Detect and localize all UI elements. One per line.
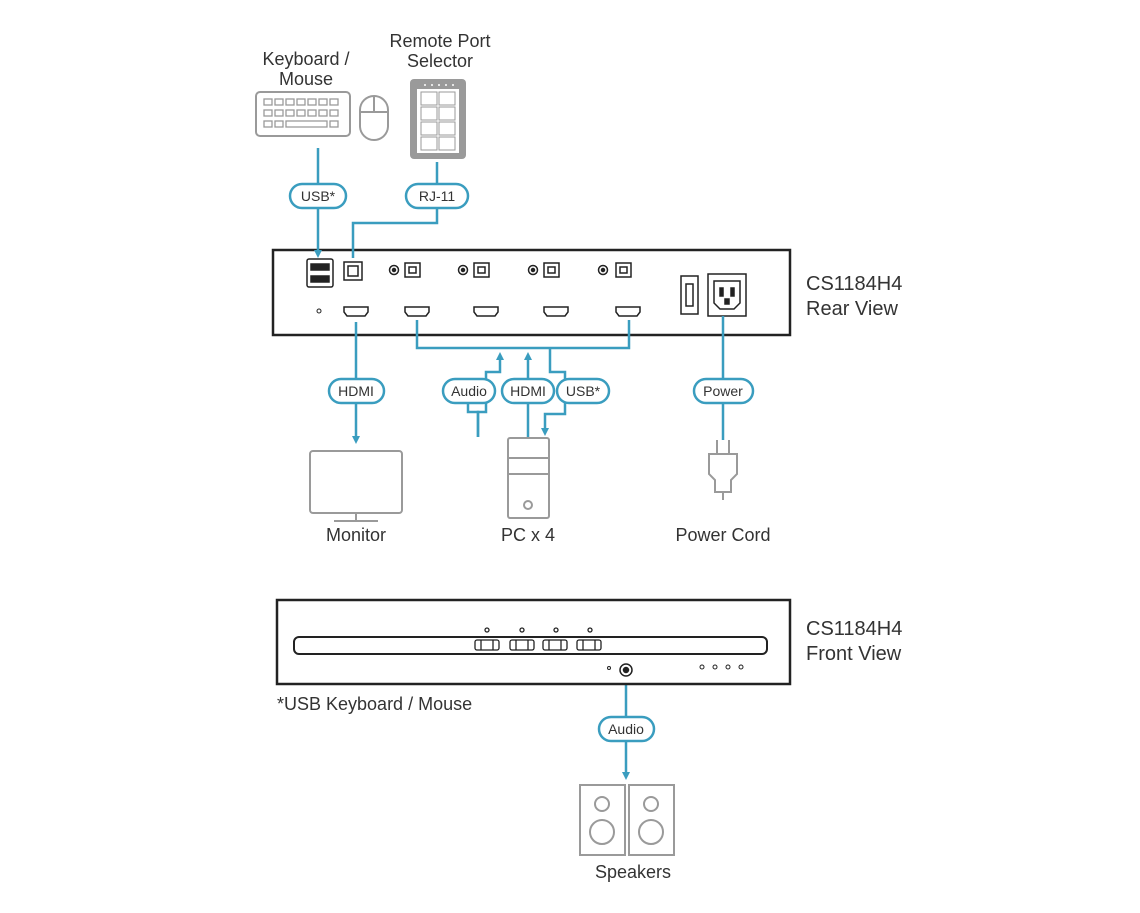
power-cord-label: Power Cord bbox=[675, 525, 771, 545]
speakers-icon bbox=[579, 784, 675, 856]
cable-label-audio-out: Audio bbox=[608, 721, 644, 737]
speakers-label: Speakers bbox=[594, 862, 672, 882]
cable-pill-usb-kbd: USB* bbox=[288, 182, 348, 210]
cable-label-rj11: RJ-11 bbox=[419, 188, 456, 204]
remote-label-line2: Selector bbox=[406, 51, 474, 71]
rear-model-text: CS1184H4 bbox=[806, 273, 903, 295]
cable-label-audio-in: Audio bbox=[451, 383, 487, 399]
pc-port-group-1 bbox=[388, 262, 430, 317]
pc-port-group-2 bbox=[457, 262, 499, 317]
power-switch-icon bbox=[680, 275, 699, 315]
pc-port-group-3 bbox=[527, 262, 569, 317]
remote-label-line1: Remote Port bbox=[389, 31, 491, 51]
cable-label-usb-kbd: USB* bbox=[301, 188, 336, 204]
cable-pill-rj11: RJ-11 bbox=[404, 182, 470, 210]
footnote: *USB Keyboard / Mouse bbox=[277, 694, 473, 714]
front-led-icon bbox=[607, 666, 611, 670]
monitor-label: Monitor bbox=[325, 525, 387, 545]
cable-pill-hdmi-in: HDMI bbox=[500, 377, 556, 405]
remote-selector-label: Remote Port Selector bbox=[372, 31, 508, 71]
keyboard-label-line2: Mouse bbox=[278, 69, 334, 89]
cable-pill-audio-out: Audio bbox=[597, 715, 656, 743]
pc-tower-icon bbox=[507, 437, 550, 519]
cable-label-power: Power bbox=[703, 383, 743, 399]
front-view-text: Front View bbox=[806, 643, 902, 665]
console-hdmi-port-icon bbox=[343, 306, 369, 317]
cable-label-hdmi-out: HDMI bbox=[338, 383, 374, 399]
pc-port-group-4 bbox=[597, 262, 641, 317]
rear-view-caption: CS1184H4 Rear View bbox=[806, 272, 902, 322]
led-icon bbox=[316, 308, 322, 314]
cable-label-hdmi-in: HDMI bbox=[510, 383, 546, 399]
rear-view-text: Rear View bbox=[806, 298, 898, 320]
cable-pill-hdmi-out: HDMI bbox=[327, 377, 386, 405]
keyboard-label-line1: Keyboard / bbox=[262, 49, 350, 69]
monitor-icon bbox=[309, 450, 403, 522]
front-view-caption: CS1184H4 Front View bbox=[806, 617, 902, 667]
cables bbox=[313, 148, 725, 781]
cable-pill-usb-in: USB* bbox=[555, 377, 611, 405]
front-audio-jack-icon bbox=[619, 663, 633, 677]
front-port-buttons bbox=[474, 627, 602, 651]
rear-view-unit bbox=[271, 248, 792, 337]
front-model-text: CS1184H4 bbox=[806, 618, 903, 640]
cable-label-usb-in: USB* bbox=[566, 383, 601, 399]
pc-label: PC x 4 bbox=[500, 525, 556, 545]
keyboard-label: Keyboard / Mouse bbox=[246, 49, 366, 89]
keyboard-icon bbox=[255, 91, 351, 137]
console-usb-ports-icon bbox=[306, 258, 334, 288]
cable-pill-power: Power bbox=[692, 377, 755, 405]
remote-port-selector-icon bbox=[410, 79, 466, 159]
rj11-port-icon bbox=[343, 261, 363, 281]
mouse-icon bbox=[359, 95, 389, 141]
front-status-leds bbox=[699, 664, 744, 670]
power-socket-icon bbox=[707, 273, 747, 317]
front-view-unit bbox=[275, 598, 792, 686]
power-plug-icon bbox=[708, 440, 738, 500]
cable-pill-audio-in: Audio bbox=[441, 377, 497, 405]
